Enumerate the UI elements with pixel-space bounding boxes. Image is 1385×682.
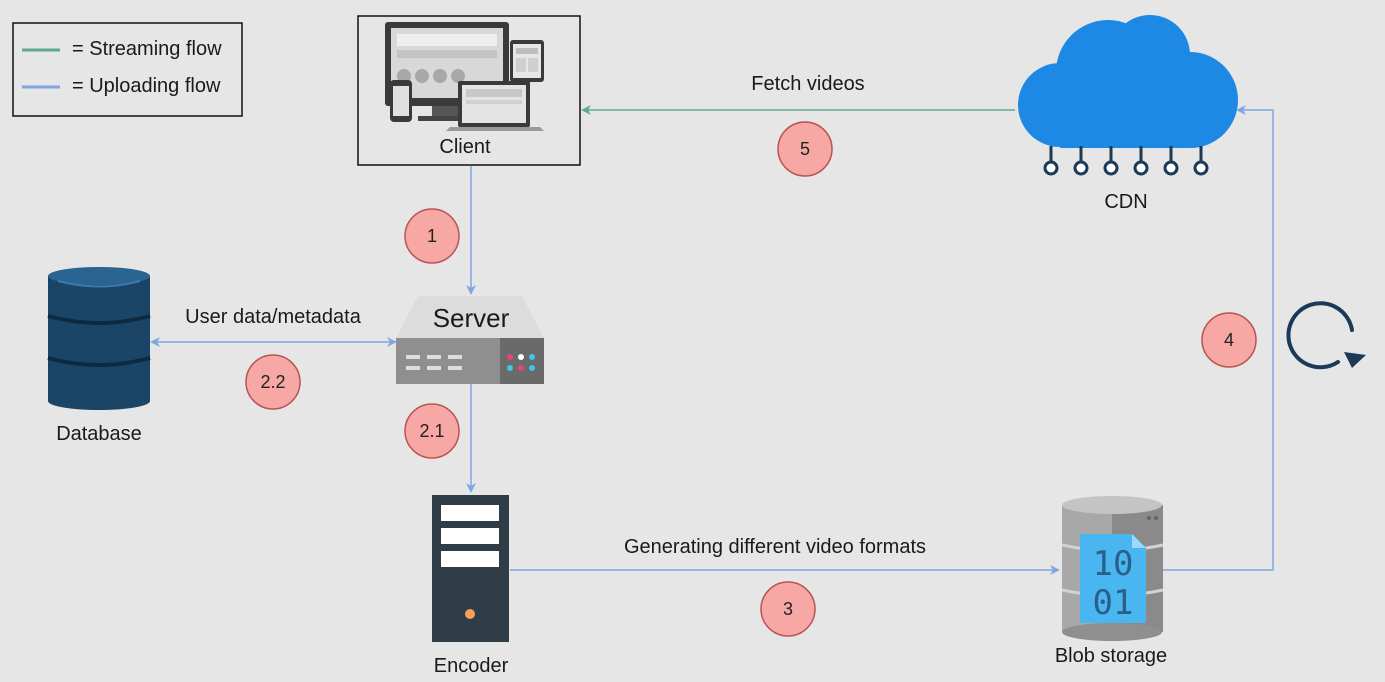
step-badge-2-2: 2.2 — [245, 354, 301, 410]
binary-storage-icon: 10 01 — [1061, 496, 1164, 641]
encoder-node: Encoder — [432, 495, 509, 677]
database-icon — [47, 267, 151, 410]
legend-uploading-label: = Uploading flow — [72, 75, 221, 97]
step-badge-3: 3 — [760, 581, 816, 637]
server-node: Server — [396, 296, 544, 384]
cdn-label: CDN — [1104, 191, 1147, 213]
svg-text:1: 1 — [427, 226, 437, 246]
database-label: Database — [56, 423, 142, 445]
database-node: Database — [47, 267, 151, 445]
edge-label-generate: Generating different video formats — [624, 536, 926, 558]
step-badge-1: 1 — [404, 208, 460, 264]
blob-node: 10 01 Blob storage — [1055, 496, 1167, 667]
blob-glyph-top: 10 — [1093, 544, 1134, 584]
step-badge-5: 5 — [777, 121, 833, 177]
tower-server-icon — [432, 495, 509, 642]
legend-streaming-label: = Streaming flow — [72, 38, 222, 60]
devices-icon — [385, 22, 544, 131]
refresh-icon — [1286, 301, 1366, 370]
edge-label-metadata: User data/metadata — [185, 306, 362, 328]
svg-text:3: 3 — [783, 599, 793, 619]
svg-text:2.1: 2.1 — [419, 421, 444, 441]
encoder-label: Encoder — [434, 655, 509, 677]
server-rack-icon — [396, 296, 544, 384]
client-node: Client — [357, 15, 581, 166]
blob-label: Blob storage — [1055, 645, 1167, 667]
edge-blob-cdn — [1163, 105, 1274, 571]
svg-text:4: 4 — [1224, 330, 1234, 350]
step-badge-4: 4 — [1201, 312, 1257, 368]
edge-label-fetch: Fetch videos — [751, 73, 864, 95]
legend: = Streaming flow = Uploading flow — [12, 22, 243, 117]
cdn-node: CDN — [1018, 15, 1238, 213]
step-badge-2-1: 2.1 — [404, 403, 460, 459]
server-label: Server — [433, 303, 510, 333]
edges — [150, 105, 1274, 575]
cloud-icon — [1018, 15, 1238, 176]
svg-text:2.2: 2.2 — [260, 372, 285, 392]
svg-text:5: 5 — [800, 139, 810, 159]
client-label: Client — [439, 136, 491, 158]
step-badges: 1 2.1 2.2 3 4 5 — [245, 121, 1257, 637]
blob-glyph-bottom: 01 — [1093, 583, 1134, 623]
